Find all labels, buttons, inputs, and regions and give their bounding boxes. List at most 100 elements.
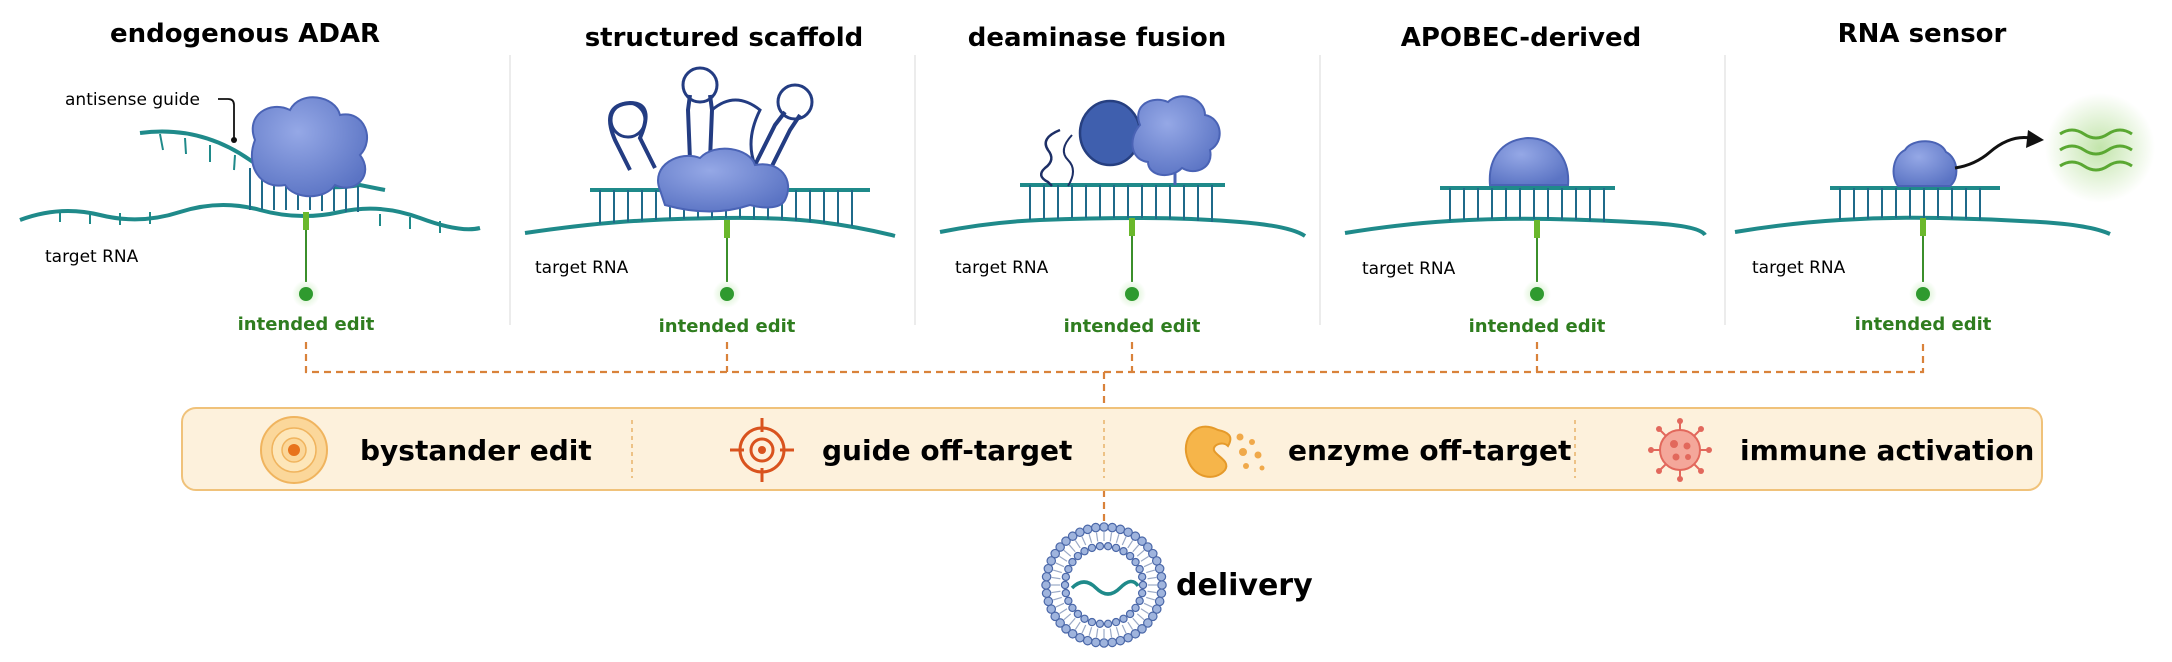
lipid-head — [1041, 571, 1052, 582]
lipid-head — [1151, 556, 1162, 566]
lipid-head — [1103, 619, 1113, 628]
output-arrow — [1954, 136, 2031, 170]
lipid-tail — [1068, 617, 1076, 626]
lipid-head — [1067, 628, 1078, 639]
lipid-head — [1067, 531, 1078, 542]
lipid-head — [1064, 596, 1073, 606]
base-pair-ladder — [1449, 188, 1605, 222]
risk-bar-dividers — [631, 420, 1576, 478]
panel-title: RNA sensor — [1838, 19, 2007, 49]
risk-bystander-edit: bystander edit — [260, 416, 592, 484]
panel-title: deaminase fusion — [968, 23, 1227, 53]
lipid-head — [1046, 556, 1057, 566]
lipid-head — [1046, 604, 1057, 614]
base-pair-ladder — [1839, 188, 1981, 220]
lipid-head — [1111, 617, 1121, 627]
lipid-head — [1138, 580, 1148, 590]
fusion-linker — [1062, 134, 1074, 187]
lipid-tail — [1055, 562, 1065, 568]
panel-title: APOBEC-derived — [1401, 23, 1642, 53]
lipid-head — [1087, 543, 1097, 553]
scaffold-linker — [711, 98, 762, 166]
target-rna-strand — [1344, 216, 1707, 237]
lipid-tail — [1095, 532, 1099, 542]
lipid-head — [1090, 522, 1101, 533]
lipid-head — [1055, 618, 1065, 628]
lipid-tail — [1059, 608, 1068, 615]
virus-icon — [1648, 418, 1712, 482]
panel-title: structured scaffold — [585, 23, 864, 53]
lipid-head — [1143, 542, 1153, 552]
lipid-tail — [1068, 544, 1076, 553]
edit-label: intended edit — [1855, 314, 1992, 335]
edit-site-marker — [1129, 218, 1135, 236]
lipid-head — [1041, 580, 1051, 590]
sensor-protein — [1892, 140, 1958, 187]
risk-label: guide off-target — [822, 434, 1072, 467]
lipid-tail — [1147, 576, 1157, 580]
lipid-tail — [1140, 608, 1149, 615]
lipid-tail — [1132, 617, 1140, 626]
deaminase-domain — [1078, 99, 1142, 167]
lipid-head — [1147, 611, 1158, 622]
panel-rna-sensor: RNA sensor intended edit target RNA — [1734, 19, 2155, 335]
lipid-head — [1123, 632, 1133, 643]
edit-label: intended edit — [1469, 316, 1606, 337]
scaffold-protein — [657, 147, 790, 213]
lipid-tail — [1081, 536, 1087, 546]
target-rna-strand — [1734, 215, 2111, 236]
lipid-tail — [1055, 602, 1065, 608]
lipid-tail — [1143, 562, 1153, 568]
lipid-head — [1137, 588, 1147, 598]
lipid-tail — [1063, 613, 1072, 621]
lipid-head — [1137, 536, 1147, 546]
risk-enzyme-off-target: enzyme off-target — [1184, 425, 1571, 478]
lipid-head — [1103, 542, 1113, 551]
scaffold-hairpin — [681, 66, 719, 161]
lipid-tail — [1146, 596, 1156, 601]
delivery-section: delivery — [1041, 522, 1313, 648]
delivery-label: delivery — [1176, 568, 1313, 603]
lipid-head — [1099, 522, 1109, 532]
lipid-head — [1119, 547, 1128, 556]
lipid-head — [1154, 563, 1165, 574]
edit-label: intended edit — [659, 316, 796, 337]
lipid-head — [1137, 572, 1147, 582]
panel-separators — [509, 55, 1726, 325]
lipid-head — [1107, 522, 1118, 533]
lipid-head — [1064, 564, 1073, 574]
lipid-head — [1095, 542, 1105, 551]
lipid-head — [1068, 557, 1077, 567]
lipid-head — [1061, 572, 1071, 582]
panel-deaminase-fusion: deaminase fusion intended edit target RN… — [939, 23, 1307, 337]
lipid-head — [1050, 548, 1061, 559]
lipid-tail — [1136, 613, 1145, 621]
enzyme-particles — [1236, 433, 1265, 471]
lipid-tail — [1063, 549, 1072, 557]
risk-bar-background — [181, 407, 2043, 491]
lipid-tail — [1132, 544, 1140, 553]
lipid-head — [1115, 635, 1126, 646]
lipid-head — [1080, 547, 1089, 556]
base-pair-ladder — [1029, 185, 1213, 222]
lipid-head — [1061, 624, 1071, 634]
lipid-head — [1147, 548, 1158, 559]
lipid-tail — [1052, 569, 1062, 574]
edit-site-marker — [724, 220, 730, 238]
target-rna-strand — [524, 215, 896, 238]
output-signal-icon — [2059, 128, 2133, 172]
lipid-head — [1156, 588, 1167, 599]
guide-callout-dot — [231, 137, 237, 143]
lipid-tail — [1051, 590, 1061, 594]
lipid-head — [1151, 604, 1162, 614]
lipid-head — [1135, 596, 1144, 606]
lipid-tail — [1088, 627, 1093, 637]
lipid-head — [1119, 614, 1128, 623]
lipid-tail — [1081, 624, 1087, 634]
lipid-tail — [1136, 549, 1145, 557]
lipid-head — [1090, 637, 1101, 648]
lipid-tail — [1059, 555, 1068, 562]
lipid-head — [1156, 571, 1167, 582]
edit-dot-icon — [299, 287, 313, 301]
edit-dot-icon — [1125, 287, 1139, 301]
